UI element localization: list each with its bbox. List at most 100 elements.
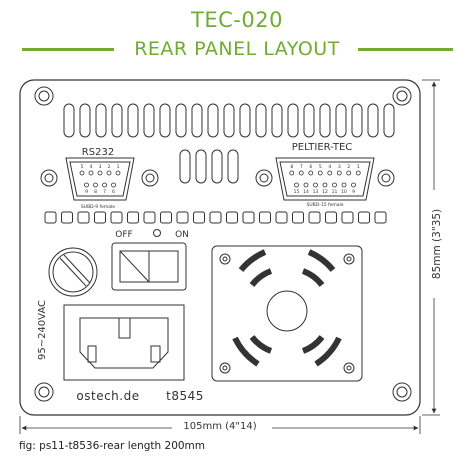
rs232-label: RS232: [82, 147, 114, 158]
pin-number: 12: [322, 189, 328, 195]
connector-pin: [327, 170, 333, 176]
vent-slot: [195, 149, 207, 184]
title-rule-right: [358, 48, 453, 51]
vent-slot: [383, 103, 395, 138]
vent-slot: [255, 103, 267, 138]
corner-screw: [34, 86, 54, 106]
connector-pin: [332, 182, 337, 188]
square-vent: [176, 211, 189, 224]
connector-pin: [322, 182, 328, 188]
website-label: ostech.de: [76, 389, 139, 403]
vent-slot: [143, 103, 155, 138]
vent-slot: [127, 103, 139, 138]
square-vent: [226, 211, 238, 224]
square-vent: [259, 211, 271, 224]
vent-slot: [211, 149, 223, 184]
fuse-holder: [48, 247, 98, 297]
square-vent: [374, 211, 387, 224]
connector-pin: [351, 182, 356, 188]
pin-number: 3: [99, 164, 102, 170]
connector-pin: [84, 182, 89, 188]
pin-number: 6: [309, 164, 312, 170]
connector-pin: [97, 170, 103, 176]
fan-screw: [343, 253, 355, 265]
square-vent: [94, 211, 106, 224]
title-rule-left: [22, 48, 114, 51]
vent-slot: [227, 149, 239, 184]
connector-pin: [317, 170, 323, 176]
connector-pin: [308, 170, 314, 176]
square-vent: [77, 211, 90, 224]
fan-screw: [343, 362, 355, 374]
vent-slot: [79, 103, 91, 138]
connector-pin: [298, 170, 304, 176]
diagram-title: TEC-020: [191, 8, 283, 32]
pin-number: 5: [81, 164, 84, 170]
square-vent: [209, 211, 222, 224]
pin-number: 2: [347, 164, 350, 170]
pin-number: 8: [94, 189, 97, 195]
square-vent: [44, 211, 57, 224]
connector-pin: [111, 182, 116, 188]
pin-number: 4: [328, 164, 331, 170]
connector-pin: [341, 182, 347, 188]
peltier-caption: SUBD-15 female: [307, 202, 344, 208]
height-label: 85mm (3"35): [431, 209, 443, 279]
vent-slot: [223, 103, 235, 138]
vent-slot: [179, 149, 191, 184]
on-label: ON: [175, 230, 189, 240]
pin-number: 4: [90, 164, 93, 170]
vent-slot: [175, 103, 187, 138]
connector-pin: [115, 170, 121, 176]
vent-slot: [239, 103, 251, 138]
square-vent: [292, 211, 304, 224]
square-vent: [160, 211, 172, 224]
connector-pin: [313, 182, 318, 188]
fan-grille: [211, 245, 363, 382]
connector-pin: [355, 170, 361, 176]
connector-pin: [102, 182, 107, 188]
square-vent: [242, 211, 255, 224]
pin-number: 9: [352, 189, 355, 195]
vent-slot: [351, 103, 363, 138]
peltier-label: PELTIER-TEC: [292, 142, 353, 153]
connector-pin: [294, 182, 299, 188]
square-vent: [110, 211, 123, 224]
pin-number: 1: [117, 164, 120, 170]
pin-number: 9: [85, 189, 88, 195]
pin-number: 7: [300, 164, 303, 170]
vent-slot: [367, 103, 379, 138]
pin-number: 10: [341, 189, 347, 195]
pin-number: 15: [294, 189, 300, 195]
rs232-connector: [40, 157, 159, 201]
vent-slot: [111, 103, 123, 138]
vent-slot: [271, 103, 283, 138]
peltier-connector: [255, 157, 395, 201]
pin-number: 7: [103, 189, 106, 195]
square-vent: [193, 211, 205, 224]
switch-indicator-dot: [153, 229, 161, 237]
vent-slot: [303, 103, 315, 138]
corner-screw: [392, 86, 412, 106]
serial-label: t8545: [166, 389, 204, 403]
fan-screw: [219, 253, 231, 265]
vent-slot: [207, 103, 219, 138]
vent-slot: [191, 103, 203, 138]
square-vent: [61, 211, 73, 224]
square-vent: [275, 211, 288, 224]
pin-number: 3: [338, 164, 341, 170]
iec-power-inlet: [63, 304, 185, 381]
figure-caption: fig: ps11-t8536-rear length 200mm: [19, 440, 206, 452]
voltage-label: 95~240VAC: [37, 300, 48, 360]
connector-pin: [346, 170, 352, 176]
pin-number: 8: [290, 164, 293, 170]
pin-number: 13: [313, 189, 319, 195]
vent-slot: [335, 103, 347, 138]
vent-slot: [287, 103, 299, 138]
pin-number: 5: [319, 164, 322, 170]
corner-screw: [34, 382, 54, 402]
square-vent: [143, 211, 156, 224]
square-vent: [358, 211, 370, 224]
fan-screw: [219, 362, 231, 374]
